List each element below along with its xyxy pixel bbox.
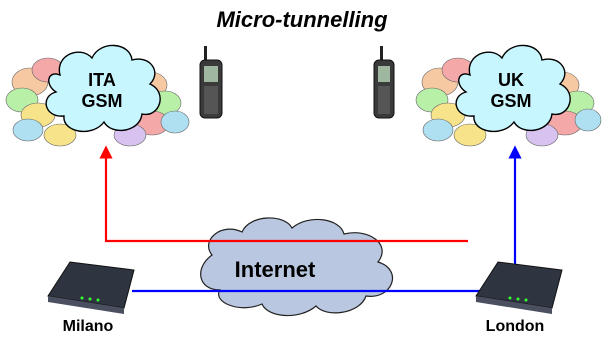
ita-gsm-cloud: [45, 44, 161, 133]
milano-router-icon: [47, 261, 135, 314]
ita-gsm-label-line2: GSM: [81, 91, 123, 111]
uk-mobile-phone-icon: [373, 46, 395, 119]
milano-label: Milano: [62, 318, 114, 335]
uk-gsm-cloud: [455, 44, 571, 133]
uk-gsm-label-line1: UK: [498, 70, 524, 90]
ita-gsm-label: ITA GSM: [62, 70, 142, 112]
london-label: London: [485, 318, 545, 335]
ita-mobile-phone-icon: [199, 46, 223, 119]
london-router-icon: [475, 261, 563, 314]
diagram-title: Micro-tunnelling: [216, 7, 388, 32]
uk-gsm-label: UK GSM: [471, 70, 551, 112]
uk-gsm-cells: [415, 57, 602, 147]
red-tunnel-path: [99, 145, 468, 243]
uk-gsm-label-line2: GSM: [490, 91, 532, 111]
internet-label: Internet: [234, 257, 316, 282]
ita-gsm-label-line1: ITA: [88, 70, 116, 90]
